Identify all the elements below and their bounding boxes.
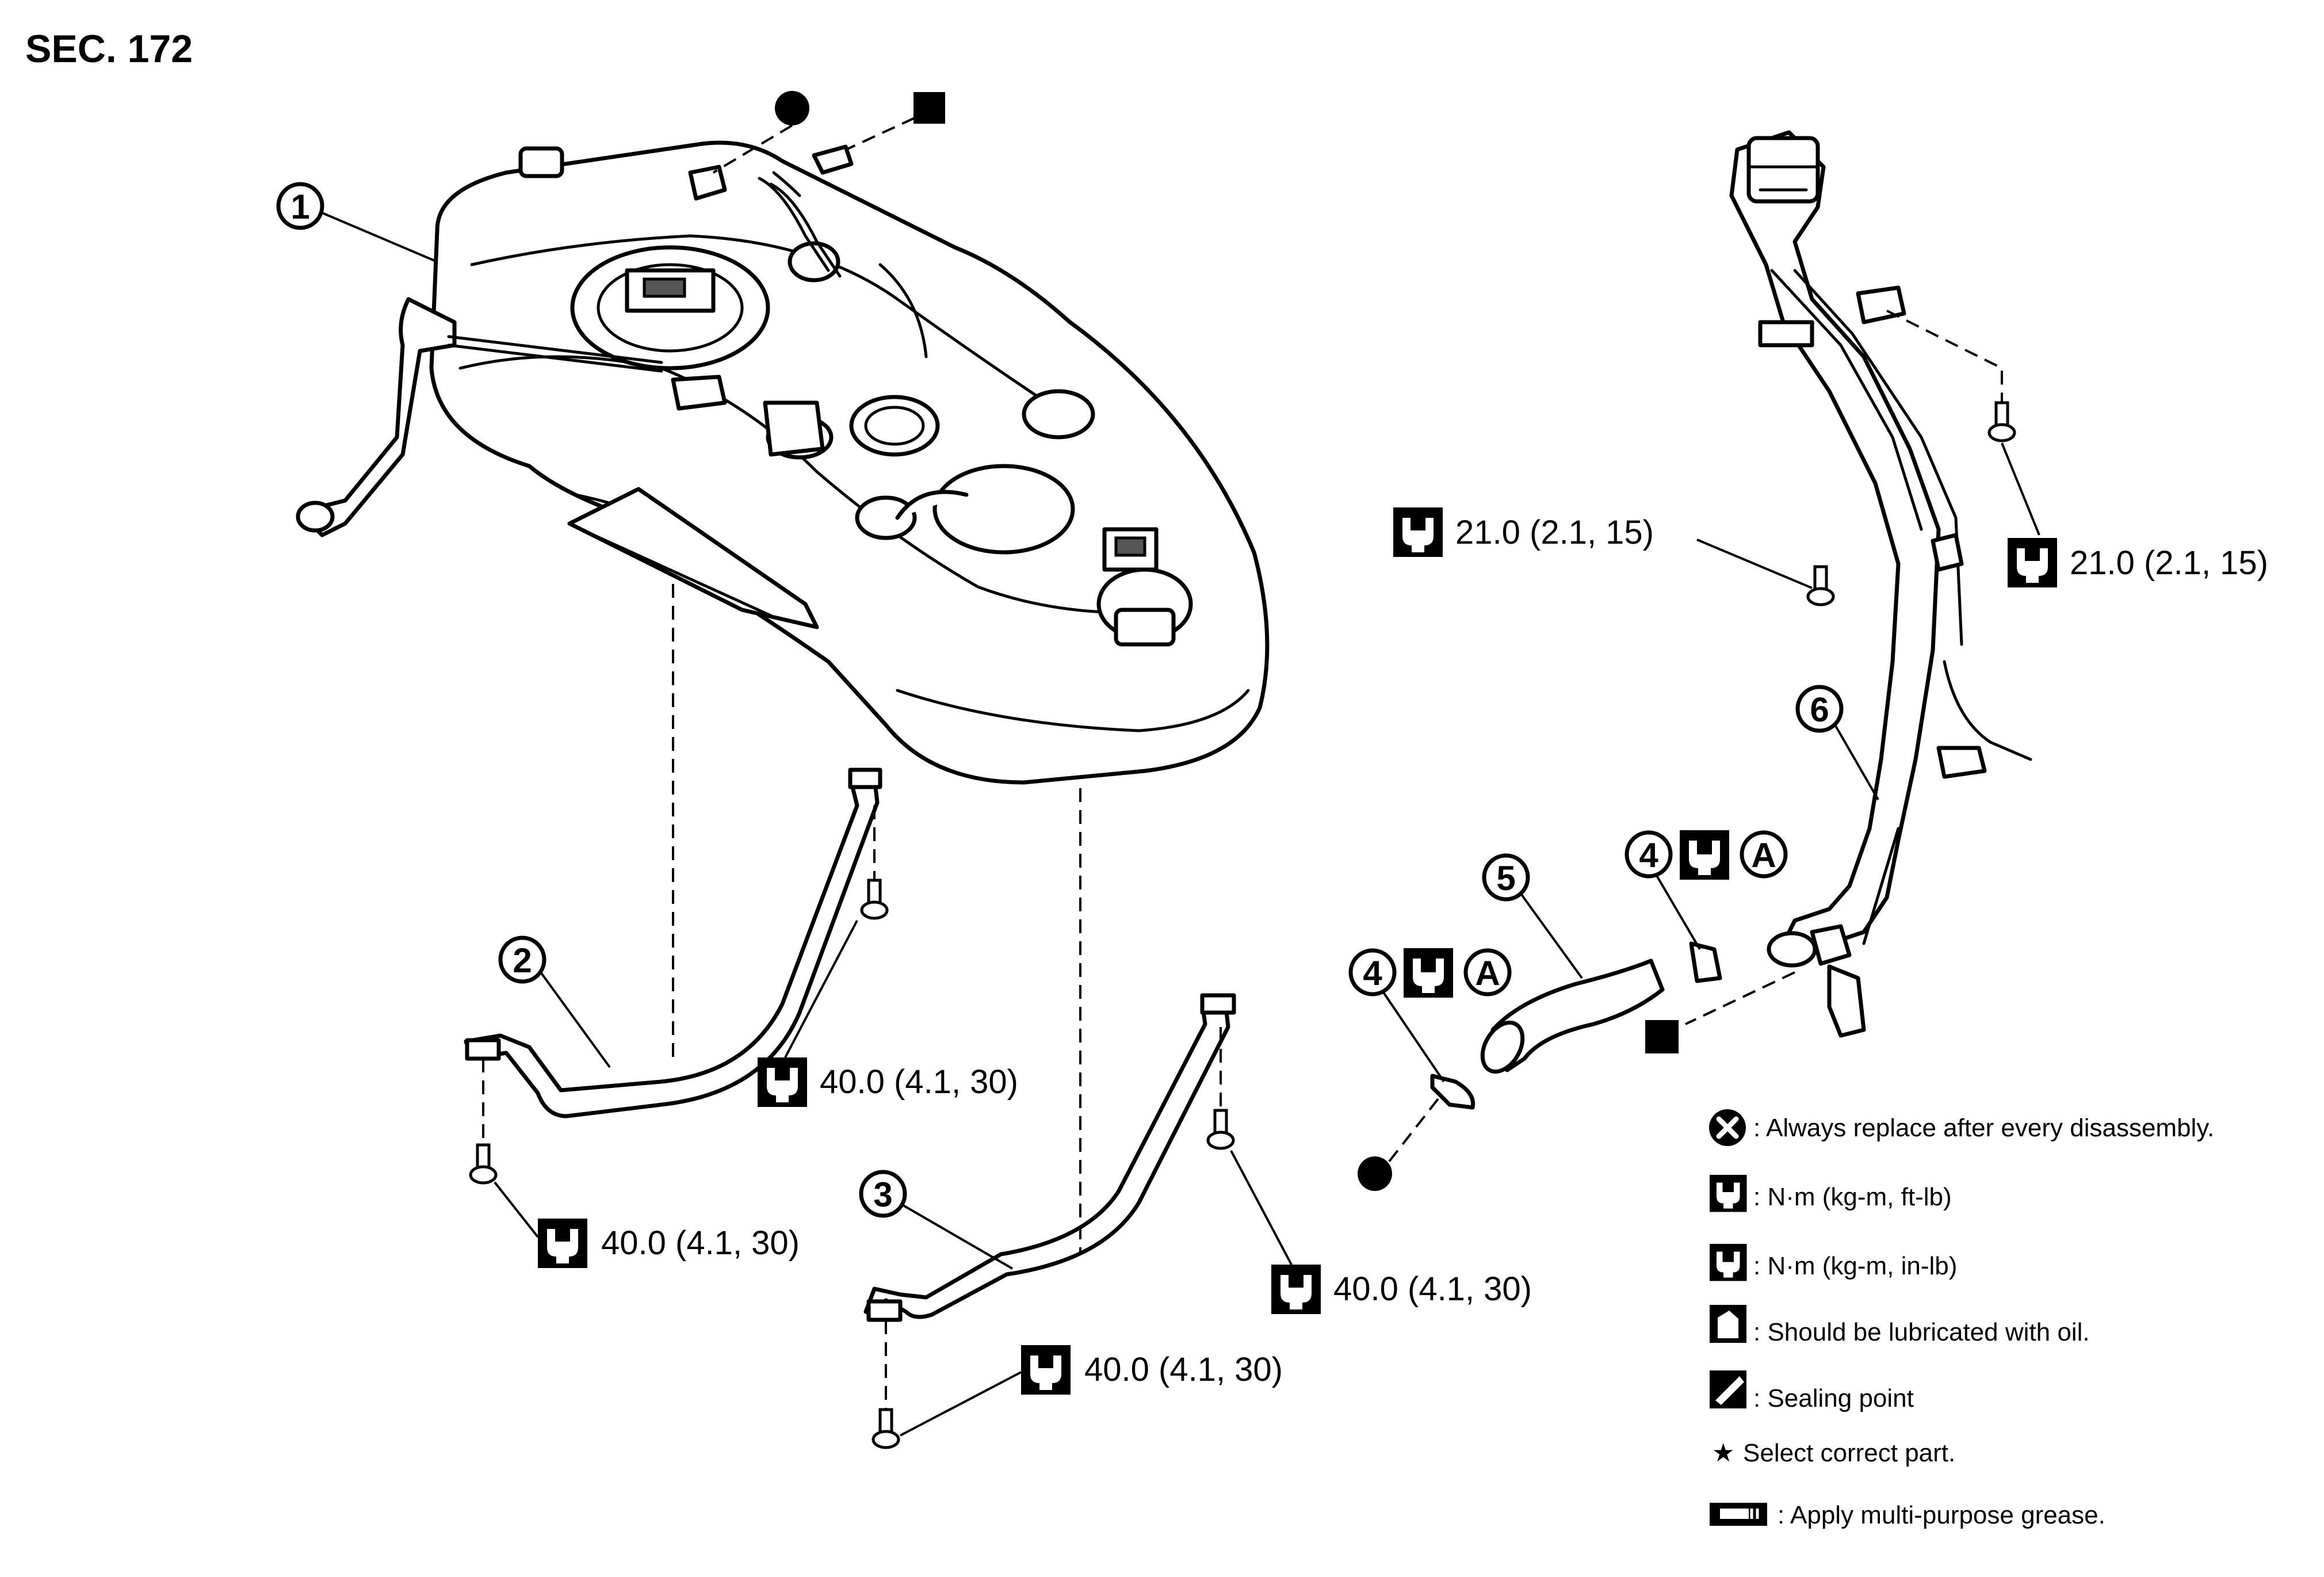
bolt bbox=[1989, 403, 2015, 441]
fuel-filler-tube bbox=[1729, 130, 2032, 1038]
torque-wrench-icon bbox=[1393, 507, 1443, 557]
svg-text:2: 2 bbox=[513, 941, 532, 980]
torque-wrench-icon bbox=[1710, 1175, 1747, 1212]
svg-text:: Always replace after every d: : Always replace after every disassembly… bbox=[1753, 1114, 2214, 1142]
torque-wrench-icon bbox=[538, 1219, 587, 1268]
legend: : Always replace after every disassembly… bbox=[1709, 1109, 2214, 1529]
torque-spec-3: 40.0 (4.1, 30) bbox=[758, 920, 1018, 1107]
bolt bbox=[1208, 1110, 1233, 1148]
fuel-tank-strap-right bbox=[863, 993, 1236, 1322]
svg-text:1: 1 bbox=[290, 188, 309, 226]
torque-spec-2: 21.0 (2.1, 15) bbox=[2008, 538, 2268, 587]
hose-clamp bbox=[1430, 1074, 1476, 1110]
legend-nm-inlb: : N·m (kg-m, in-lb) bbox=[1710, 1244, 1957, 1281]
legend-select: ★ Select correct part. bbox=[1712, 1439, 1955, 1467]
callout-4-right: 4 A bbox=[1624, 830, 1788, 950]
svg-text:40.0 (4.1, 30): 40.0 (4.1, 30) bbox=[601, 1224, 800, 1262]
svg-text:5: 5 bbox=[1496, 859, 1515, 898]
torque-wrench-filled-icon bbox=[1404, 948, 1453, 998]
legend-sealing: : Sealing point bbox=[1710, 1370, 1914, 1412]
svg-text:21.0 (2.1, 15): 21.0 (2.1, 15) bbox=[2070, 544, 2268, 582]
black-square-marker-icon bbox=[913, 92, 945, 124]
callout-6: 6 bbox=[1795, 685, 1879, 800]
x-circle-icon bbox=[1709, 1109, 1746, 1146]
legend-replace: : Always replace after every disassembly… bbox=[1709, 1109, 2214, 1146]
svg-text:40.0 (4.1, 30): 40.0 (4.1, 30) bbox=[820, 1063, 1018, 1101]
svg-text:: N·m (kg-m, in-lb): : N·m (kg-m, in-lb) bbox=[1753, 1252, 1957, 1280]
torque-wrench-icon bbox=[758, 1057, 807, 1107]
torque-wrench-filled-icon bbox=[1680, 830, 1729, 880]
svg-text:: Sealing point: : Sealing point bbox=[1753, 1384, 1914, 1412]
sealing-icon bbox=[1710, 1370, 1746, 1408]
star-icon: ★ bbox=[1712, 1439, 1734, 1467]
filler-hose bbox=[1480, 959, 1665, 1074]
legend-nm-ftlb: : N·m (kg-m, ft-lb) bbox=[1710, 1175, 1952, 1212]
svg-text:: N·m (kg-m, ft-lb): : N·m (kg-m, ft-lb) bbox=[1753, 1183, 1952, 1211]
svg-text:3: 3 bbox=[873, 1175, 892, 1214]
callout-1: 1 bbox=[276, 182, 438, 263]
bolt bbox=[862, 880, 887, 918]
bolt bbox=[471, 1145, 496, 1183]
svg-text:Select correct part.: Select correct part. bbox=[1743, 1439, 1955, 1467]
callout-5: 5 bbox=[1482, 853, 1583, 979]
legend-grease: : Apply multi-purpose grease. bbox=[1710, 1501, 2105, 1529]
svg-text:4: 4 bbox=[1363, 954, 1382, 992]
callout-2: 2 bbox=[498, 935, 611, 1068]
legend-oil: : Should be lubricated with oil. bbox=[1710, 1305, 2090, 1346]
torque-spec-6: 40.0 (4.1, 30) bbox=[900, 1345, 1283, 1437]
svg-text:21.0 (2.1, 15): 21.0 (2.1, 15) bbox=[1455, 514, 1654, 551]
black-circle-marker-icon bbox=[775, 91, 809, 125]
bolt bbox=[1808, 567, 1833, 605]
hose-clamp bbox=[1689, 941, 1722, 983]
black-square-marker-icon bbox=[1645, 1020, 1679, 1053]
oil-can-icon bbox=[1710, 1305, 1746, 1343]
bolt bbox=[873, 1410, 899, 1448]
svg-text:40.0 (4.1, 30): 40.0 (4.1, 30) bbox=[1333, 1270, 1532, 1308]
torque-wrench-icon bbox=[1021, 1345, 1071, 1395]
svg-text:A: A bbox=[1751, 836, 1776, 875]
torque-wrench-icon bbox=[2008, 538, 2057, 587]
svg-text:6: 6 bbox=[1810, 690, 1829, 729]
grease-gun-icon bbox=[1710, 1503, 1767, 1526]
torque-wrench-icon bbox=[1271, 1265, 1321, 1314]
svg-text:: Should be lubricated with oi: : Should be lubricated with oil. bbox=[1753, 1318, 2090, 1346]
svg-text:A: A bbox=[1475, 954, 1500, 992]
fuel-tank bbox=[296, 140, 1270, 785]
black-circle-marker-icon bbox=[1358, 1156, 1392, 1191]
torque-wrench-filled-icon bbox=[1710, 1244, 1747, 1281]
svg-text:: Apply multi-purpose grease.: : Apply multi-purpose grease. bbox=[1778, 1501, 2105, 1529]
torque-spec-4: 40.0 (4.1, 30) bbox=[494, 1181, 800, 1268]
section-label: SEC. 172 bbox=[25, 27, 193, 71]
callout-3: 3 bbox=[859, 1170, 1014, 1270]
torque-spec-5: 40.0 (4.1, 30) bbox=[1230, 1150, 1532, 1314]
svg-text:40.0 (4.1, 30): 40.0 (4.1, 30) bbox=[1084, 1351, 1283, 1388]
callout-4-left: 4 A bbox=[1348, 948, 1512, 1083]
torque-spec-1: 21.0 (2.1, 15) bbox=[1393, 507, 1654, 557]
svg-text:4: 4 bbox=[1639, 836, 1658, 875]
